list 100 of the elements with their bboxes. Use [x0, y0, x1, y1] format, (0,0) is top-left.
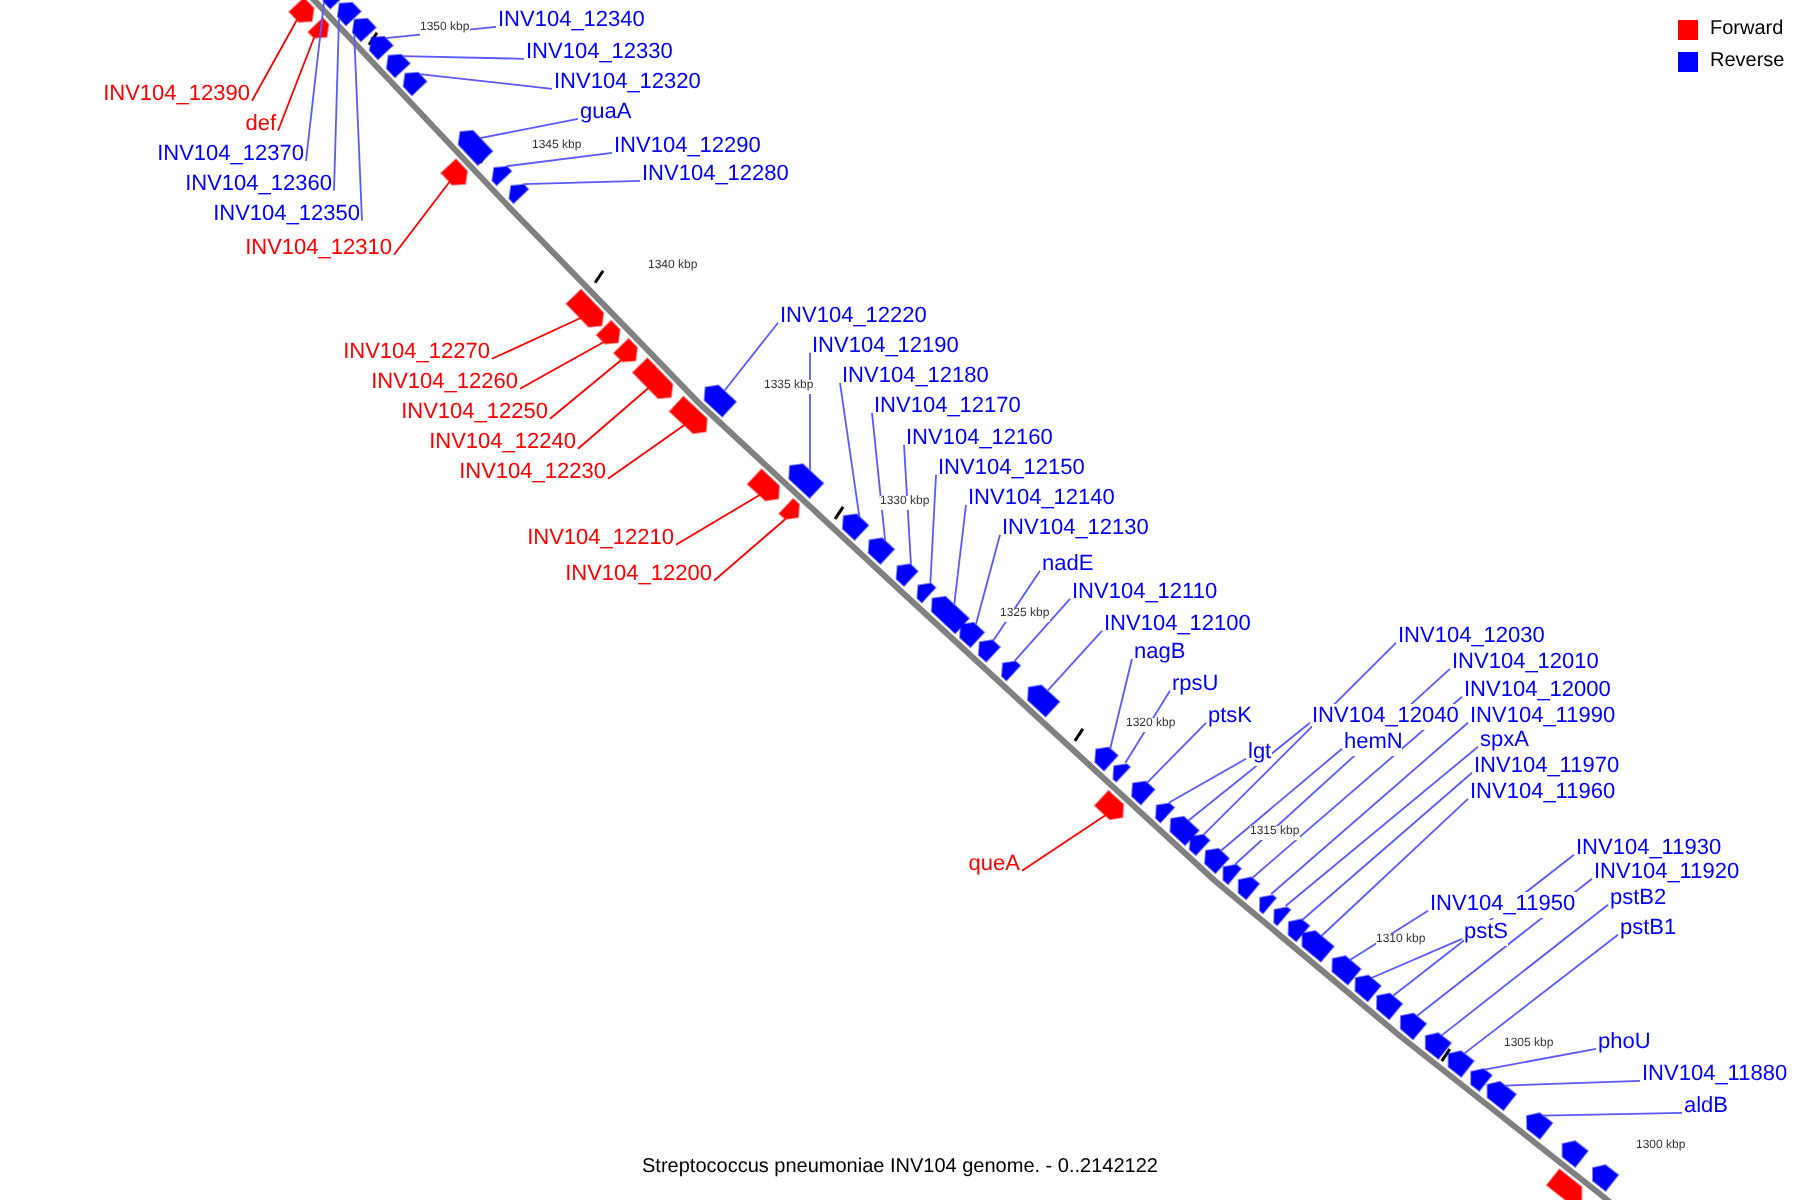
gene-label: lgt	[1248, 740, 1272, 766]
gene-block	[895, 563, 919, 588]
gene-label: INV104_12210	[527, 526, 674, 552]
gene-label: INV104_12390	[103, 82, 250, 108]
gene-block	[841, 513, 870, 542]
gene-block	[336, 1, 363, 27]
leader-line	[607, 424, 686, 480]
leader-line	[1483, 1047, 1597, 1071]
gene-block	[1331, 955, 1362, 986]
leader-line	[505, 151, 613, 168]
gene-label: INV104_12230	[459, 460, 606, 486]
gene-block	[491, 165, 513, 187]
leader-line	[929, 473, 937, 584]
leader-line	[305, 0, 325, 162]
gene-block	[368, 35, 394, 61]
gene-label: INV104_12150	[938, 456, 1085, 482]
gene-block	[1486, 1080, 1518, 1112]
leader-line	[1370, 937, 1463, 979]
leader-line	[1440, 903, 1609, 1037]
leader-line	[491, 317, 582, 360]
gene-label: INV104_12110	[1072, 580, 1218, 606]
leader-line	[1320, 797, 1469, 937]
gene-block	[1376, 992, 1404, 1021]
gene-label: INV104_12280	[642, 162, 789, 188]
gene-label: INV104_12040	[1312, 704, 1459, 730]
leader-line	[577, 387, 650, 450]
gene-label: phoU	[1598, 1030, 1651, 1056]
gene-label: INV104_12290	[614, 134, 761, 160]
gene-label: INV104_12370	[157, 142, 304, 168]
gene-label: INV104_12130	[1002, 516, 1149, 542]
gene-label: INV104_11920	[1594, 860, 1740, 886]
gene-label: INV104_12140	[968, 486, 1115, 512]
gene-block	[1222, 863, 1243, 886]
gene-block	[385, 53, 412, 79]
leader-line	[1541, 1111, 1683, 1117]
gene-block	[457, 129, 494, 167]
gene-label: INV104_12250	[401, 400, 548, 426]
gene-label: pstB2	[1610, 886, 1667, 912]
gene-label: nagB	[1134, 640, 1186, 666]
gene-block	[1259, 894, 1278, 915]
gene-block	[1470, 1067, 1493, 1093]
leader-line	[519, 341, 605, 390]
gene-label: INV104_12030	[1398, 624, 1545, 650]
gene-block	[1545, 1168, 1583, 1200]
leader-line	[903, 443, 912, 566]
gene-block	[351, 17, 377, 43]
gene-label: pstS	[1464, 920, 1509, 946]
leader-line	[839, 381, 861, 518]
gene-label: queA	[968, 852, 1020, 878]
gene-label: INV104_12240	[429, 430, 576, 456]
gene-block	[930, 595, 971, 635]
gene-label: INV104_11950	[1430, 892, 1576, 918]
gene-block	[668, 395, 708, 435]
gene-block	[1000, 660, 1022, 682]
leader-line	[1167, 757, 1247, 804]
gene-label: INV104_12270	[343, 340, 490, 366]
leader-line	[1219, 747, 1343, 852]
gene-label: rpsU	[1172, 672, 1219, 698]
gene-label: INV104_12310	[245, 236, 392, 262]
leader-line	[1109, 657, 1133, 750]
gene-block	[958, 621, 986, 649]
gene-block	[746, 468, 781, 502]
gene-label: INV104_12000	[1464, 678, 1611, 704]
gene-block	[1592, 1164, 1620, 1193]
leader-line	[522, 179, 641, 186]
gene-block	[1399, 1012, 1428, 1041]
gene-block	[508, 183, 530, 205]
leader-line	[277, 36, 315, 132]
leader-line	[1146, 721, 1207, 784]
gene-block	[1094, 746, 1119, 772]
leader-line	[1463, 933, 1619, 1055]
gene-block	[916, 582, 937, 604]
leader-line	[1046, 629, 1103, 692]
leader-line	[1284, 745, 1479, 907]
gene-label: INV104_12260	[371, 370, 518, 396]
gene-label: INV104_12350	[213, 202, 360, 228]
gene-label: INV104_11970	[1474, 754, 1620, 780]
leader-line	[1270, 721, 1469, 895]
leader-line	[418, 73, 553, 90]
gene-label: guaA	[580, 100, 632, 126]
gene-block	[565, 288, 605, 328]
gene-label: INV104_12180	[842, 364, 989, 390]
gene-block	[1112, 763, 1132, 783]
gene-block	[1526, 1112, 1554, 1141]
leader-line	[549, 359, 623, 420]
gene-label: INV104_12190	[812, 334, 959, 360]
gene-block	[1026, 684, 1061, 718]
gene-block	[1203, 847, 1231, 875]
gene-block	[306, 16, 330, 39]
leader-line	[1187, 721, 1311, 822]
leader-line	[1301, 771, 1473, 921]
gene-label: hemN	[1344, 730, 1403, 756]
gene-block	[867, 537, 896, 566]
gene-block	[1169, 815, 1200, 847]
leader-line	[871, 411, 887, 542]
leader-line	[809, 351, 811, 472]
gene-label: ptsK	[1208, 704, 1253, 730]
gene-label: INV104_12170	[874, 394, 1021, 420]
gene-block	[1154, 802, 1176, 824]
leader-line	[333, 16, 340, 192]
